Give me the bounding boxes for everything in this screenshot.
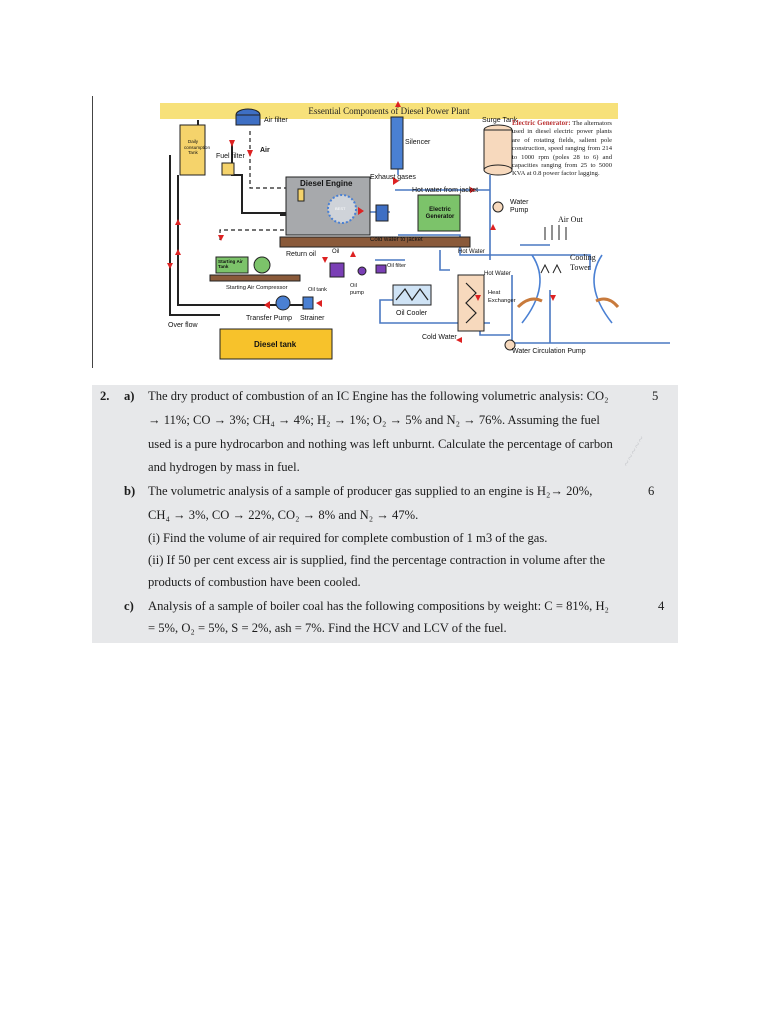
question-b-line-5: products of combustion have been cooled. — [148, 575, 361, 589]
question-panel: ~~~~~ 2. a) 5 The dry product of combust… — [92, 385, 678, 643]
diesel-tank-label: Diesel tank — [254, 340, 297, 349]
diagram-title: Essential Components of Diesel Power Pla… — [160, 103, 618, 119]
oil-cooler-label: Oil Cooler — [396, 310, 428, 317]
faded-stamp: ~~~~~ — [620, 432, 649, 470]
exhaust-gases-label: Exhaust gases — [370, 174, 416, 181]
question-a-marks: 5 — [652, 389, 659, 403]
fuel-filter-label: Fuel filter — [216, 153, 245, 160]
question-b-marks: 6 — [648, 484, 655, 498]
heat-exchanger-label: Heat Exchanger — [488, 290, 516, 304]
water-pump-label: Water Pump — [510, 199, 529, 214]
strainer-label: Strainer — [300, 315, 325, 322]
question-c-marks: 4 — [658, 599, 665, 613]
silencer-label: Silencer — [405, 139, 431, 146]
question-b-line-2: CH₄ → 3%, CO → 22%, CO₂ → 8% and N₂ → 47… — [148, 508, 419, 522]
transfer-pump-label: Transfer Pump — [246, 315, 293, 322]
hot-water-label-2: Hot Water — [484, 271, 511, 277]
starting-air-tank-label: Starting Air Tank — [218, 259, 243, 270]
diesel-engine-label: Diesel Engine — [300, 179, 353, 188]
cold-water-to-jacket-label: Cold water to jacket — [370, 237, 423, 243]
oil-filter-label: Oil filter — [387, 263, 406, 269]
daily-tank-label: Daily consumption Tank — [184, 139, 211, 156]
electric-generator-note: Electric Generator: The alternators used… — [512, 119, 612, 179]
question-b-label: b) — [124, 484, 136, 498]
question-a-line-4: and hydrogen by mass in fuel. — [148, 460, 300, 474]
question-a-line-1: The dry product of combustion of an IC E… — [148, 389, 609, 403]
return-oil-label: Return oil — [286, 251, 316, 258]
diesel-plant-diagram: Essential Components of Diesel Power Pla… — [150, 95, 680, 370]
air-label: Air — [260, 147, 270, 154]
diagram-drawing — [167, 101, 670, 360]
engine-logo: BEST — [335, 206, 346, 211]
electric-generator-note-title: Electric Generator: — [512, 119, 571, 127]
hot-water-label-1: Hot Water — [458, 249, 485, 255]
question-b-line-4: (ii) If 50 per cent excess air is suppli… — [148, 553, 606, 567]
question-a-label: a) — [124, 389, 135, 403]
hot-water-from-jacket-label: Hot water from jacket — [412, 187, 479, 194]
question-c-line-2: = 5%, O₂ = 5%, S = 2%, ash = 7%. Find th… — [148, 621, 507, 635]
question-b-line-3: (i) Find the volume of air required for … — [148, 531, 548, 545]
question-b-line-1: The volumetric analysis of a sample of p… — [148, 484, 593, 498]
question-c-line-1: Analysis of a sample of boiler coal has … — [148, 599, 609, 613]
question-a-line-3: used is a pure hydrocarbon and nothing w… — [148, 437, 613, 451]
cold-water-label: Cold Water — [422, 334, 457, 341]
oil-label: Oil — [332, 249, 340, 255]
surge-tank-label: Surge Tank — [482, 117, 518, 124]
page-margin-line — [92, 96, 93, 368]
starting-air-compressor-label: Starting Air Compressor — [226, 285, 288, 291]
electric-generator-label: Electric Generator — [425, 207, 455, 220]
air-filter-label: Air filter — [264, 117, 288, 124]
air-out-label: Air Out — [558, 215, 583, 224]
question-number: 2. — [100, 389, 110, 403]
electric-generator-note-body: The alternators used in diesel electric … — [512, 120, 612, 178]
oil-tank-label: Oil tank — [308, 287, 327, 293]
over-flow-label: Over flow — [168, 322, 198, 329]
water-circulation-pump-label: Water Circulation Pump — [512, 348, 586, 355]
question-a-line-2: → 11%; CO → 3%; CH₄ → 4%; H₂ → 1%; O₂ → … — [148, 413, 600, 427]
oil-pump-label: Oil pump — [350, 283, 364, 296]
cooling-tower-label: Cooling Tower — [570, 253, 596, 272]
question-c-label: c) — [124, 599, 134, 613]
